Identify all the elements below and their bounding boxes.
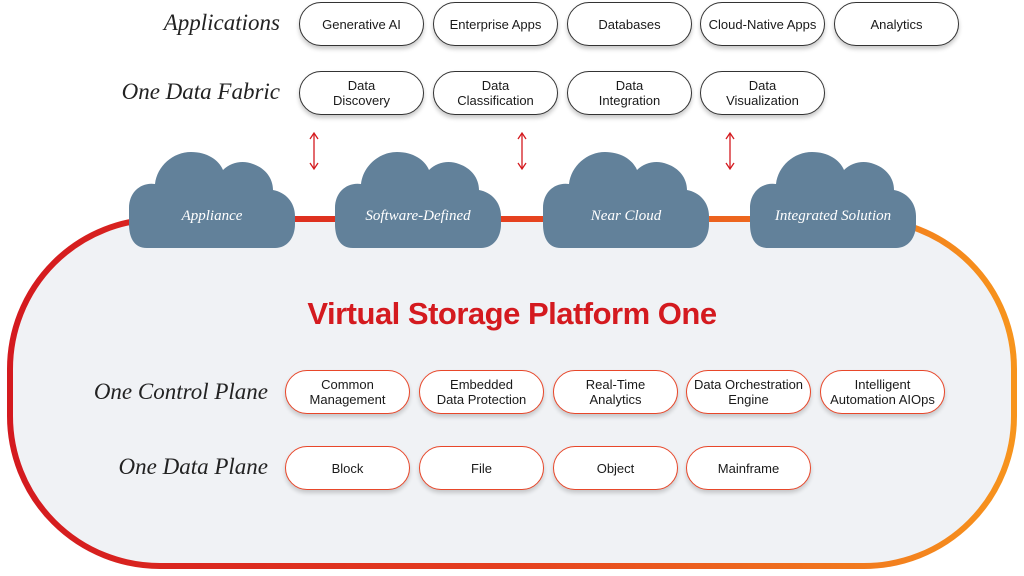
pill-label: Mainframe [717,460,780,476]
app-pill-analytics: Analytics [834,2,959,46]
pill-label: Data Integration [598,78,661,108]
app-pill-cloud-native-apps: Cloud-Native Apps [700,2,825,46]
pill-label: Cloud-Native Apps [708,16,817,32]
pill-label: Intelligent Automation AIOps [830,377,935,407]
data-plane-label: One Data Plane [118,454,268,479]
app-pill-enterprise-apps: Enterprise Apps [433,2,558,46]
app-pill-generative-ai: Generative AI [299,2,424,46]
cloud-label-appliance: Appliance [181,208,243,224]
pill-label: Enterprise Apps [449,16,542,32]
pill-label: Data Orchestration Engine [693,377,804,407]
platform-title: Virtual Storage Platform One [307,296,717,331]
double-arrow-icon [725,131,735,171]
control-plane-label: One Control Plane [93,379,268,404]
cloud-label-software-defined: Software-Defined [365,208,471,224]
double-arrow-icon [517,131,527,171]
data-plane-pill-mainframe: Mainframe [686,446,811,490]
cloud-icon [750,152,916,248]
data-plane-pill-file: File [419,446,544,490]
control-pill-common-management: Common Management [285,370,410,414]
fabric-pill-classification: Data Classification [433,71,558,115]
fabric-pill-integration: Data Integration [567,71,692,115]
pill-label: Analytics [870,16,923,32]
data-fabric-label: One Data Fabric [121,79,280,104]
fabric-pill-discovery: Data Discovery [299,71,424,115]
pill-label: File [471,460,492,476]
cloud-icon [543,152,709,248]
pill-label: Databases [598,16,661,32]
pill-label: Data Discovery [332,78,391,108]
fabric-pill-visualization: Data Visualization [700,71,825,115]
pill-label: Block [331,460,364,476]
control-pill-embedded-data-protection: Embedded Data Protection [419,370,544,414]
data-plane-pill-object: Object [553,446,678,490]
data-plane-pill-block: Block [285,446,410,490]
cloud-icon [129,152,295,248]
pill-label: Embedded Data Protection [436,377,527,407]
app-pill-databases: Databases [567,2,692,46]
double-arrow-icon [309,131,319,171]
control-pill-data-orchestration-engine: Data Orchestration Engine [686,370,811,414]
pill-label: Object [596,460,635,476]
pill-label: Data Visualization [726,78,799,108]
cloud-label-near-cloud: Near Cloud [590,208,662,224]
pill-label: Data Classification [457,78,534,108]
control-pill-real-time-analytics: Real-Time Analytics [553,370,678,414]
cloud-label-integrated-solution: Integrated Solution [774,208,892,224]
cloud-icon [335,152,501,248]
pill-label: Common Management [309,377,386,407]
pill-label: Real-Time Analytics [585,377,646,407]
control-pill-intelligent-automation-aiops: Intelligent Automation AIOps [820,370,945,414]
pill-label: Generative AI [322,16,401,32]
applications-label: Applications [163,10,280,35]
